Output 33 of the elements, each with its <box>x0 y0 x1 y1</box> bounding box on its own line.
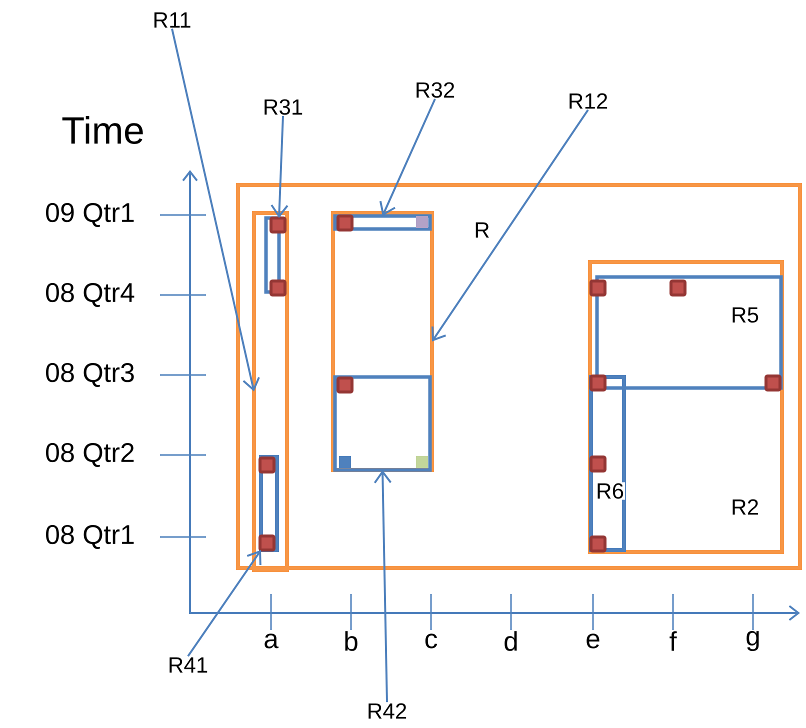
rectangle-label: R11 <box>154 12 190 28</box>
leader-line <box>431 109 589 342</box>
rectangle <box>333 214 432 231</box>
labeled-rectangle: R5 <box>595 275 783 390</box>
tick-label: 08 Qtr1 <box>46 525 134 549</box>
rectangle-label: R41 <box>170 657 208 673</box>
tick-label: d <box>504 631 517 651</box>
rectangle <box>252 211 289 572</box>
rectangle <box>264 216 281 294</box>
rectangle-label: R42 <box>368 703 406 719</box>
leader-line <box>171 28 260 392</box>
leader-line <box>187 550 262 657</box>
rectangle-label: R12 <box>570 93 608 109</box>
tick-label: 08 Qtr4 <box>46 283 134 307</box>
rectangle-label: R31 <box>264 99 302 115</box>
tick-label: 08 Qtr2 <box>46 443 134 467</box>
leader-line <box>270 116 288 218</box>
tick-label: a <box>264 634 279 648</box>
rectangle <box>259 455 279 552</box>
tick-label: b <box>345 631 358 651</box>
leader-line <box>374 470 392 702</box>
tick-label: g <box>746 630 759 652</box>
axis-title: Time <box>62 116 143 144</box>
tick-label: c <box>425 634 438 648</box>
rectangle-label: R32 <box>416 82 454 98</box>
tick-label: 09 Qtr1 <box>46 203 134 227</box>
tick-label: f <box>670 631 677 651</box>
tick-label: 08 Qtr3 <box>46 363 134 387</box>
rectangle <box>333 375 432 472</box>
labeled-rectangle: R6 <box>589 375 626 552</box>
leader-line <box>379 98 436 216</box>
tick-label: e <box>586 634 600 648</box>
rectangle <box>331 211 434 472</box>
